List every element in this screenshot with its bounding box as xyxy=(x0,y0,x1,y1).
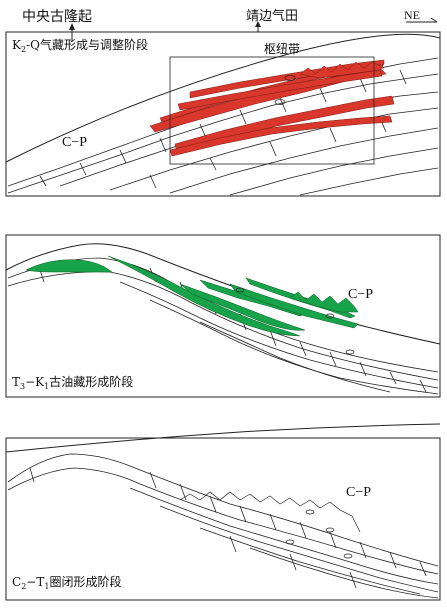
panel-frame xyxy=(5,234,441,398)
oil-lens-west xyxy=(25,259,113,273)
strata-layers xyxy=(7,453,439,599)
gas-markers xyxy=(274,75,296,105)
formation-label-cp: C−P xyxy=(348,287,373,302)
stage-title-trap: C2−T1圈闭形成阶段 xyxy=(12,574,121,591)
stage-title-oil: T3−K1古油藏形成阶段 xyxy=(12,374,133,391)
oil-crest xyxy=(289,291,359,313)
hinge-zone-label: 枢纽带 xyxy=(264,41,300,56)
trap-markers xyxy=(285,509,353,559)
oil-markers xyxy=(235,287,355,355)
arrow-head-icon xyxy=(255,21,261,27)
panel-frame xyxy=(5,31,441,197)
fault-ticks xyxy=(39,69,407,189)
surface-line xyxy=(5,33,441,163)
formation-label-cp: C−P xyxy=(346,485,371,500)
gas-band-5 xyxy=(177,69,383,111)
arrow-head-icon xyxy=(69,23,75,30)
formation-label-cp: C−P xyxy=(62,135,87,150)
oil-reservoirs xyxy=(25,255,359,337)
gas-crest xyxy=(299,61,385,79)
direction-arrow-head xyxy=(430,17,438,23)
panel-oil-stage: C−P T3−K1古油藏形成阶段 xyxy=(5,234,441,398)
panel-frame xyxy=(5,437,441,601)
strata-layers xyxy=(7,257,439,395)
fault-ticks xyxy=(29,467,427,589)
panel-gas-stage: 中央古隆起 靖边气田 NE K2-Q气藏形成与调整阶段 xyxy=(5,8,441,197)
surface-line xyxy=(5,423,441,453)
gas-reservoirs xyxy=(149,59,395,157)
hinge-zone-box xyxy=(169,56,375,165)
surface-line xyxy=(5,243,441,345)
strata-layers xyxy=(7,57,439,196)
stage-title-gas: K2-Q气藏形成与调整阶段 xyxy=(12,37,148,54)
oil-band-2 xyxy=(179,283,306,331)
label-central-uplift: 中央古隆起 xyxy=(22,9,92,25)
trap-crest-outline xyxy=(179,491,361,533)
gas-band-4 xyxy=(169,115,393,157)
label-jingbian-gasfield: 靖边气田 xyxy=(246,8,298,24)
panel-trap-stage: C−P C2−T1圈闭形成阶段 xyxy=(5,423,441,601)
direction-label: NE xyxy=(404,8,420,22)
